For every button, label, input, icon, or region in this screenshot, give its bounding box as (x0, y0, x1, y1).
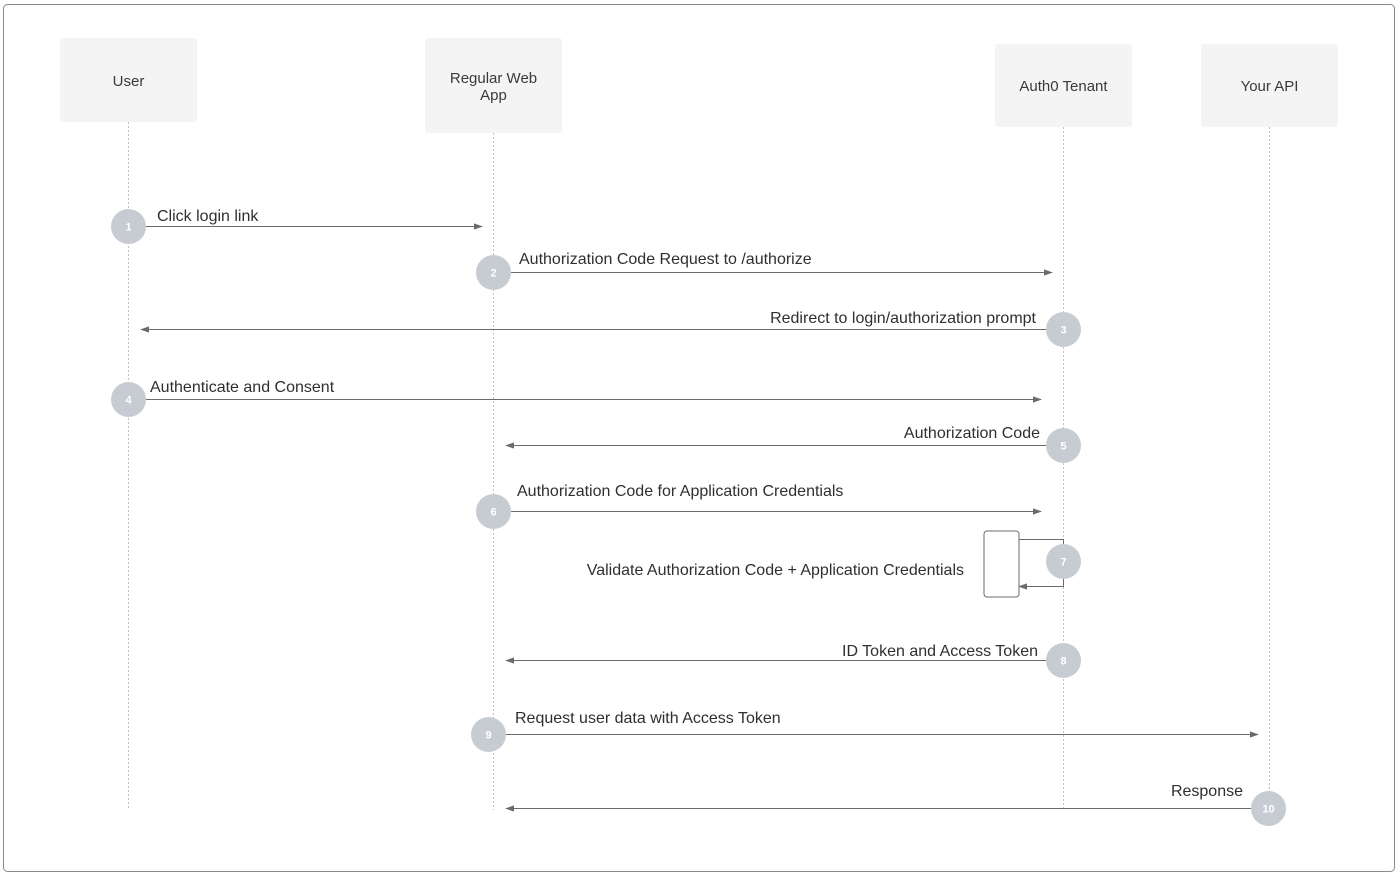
message-label: ID Token and Access Token (842, 643, 1038, 660)
step-number: 4 (125, 395, 132, 407)
actor-webapp: Regular Web App (425, 38, 562, 133)
message-5: Authorization Code 5 (505, 425, 1081, 463)
activation-box (983, 530, 1020, 598)
step-badge (1046, 428, 1081, 463)
step-number: 7 (1060, 557, 1066, 569)
step-number: 1 (125, 222, 131, 234)
message-10: Response 10 (505, 783, 1286, 826)
step-number: 2 (490, 268, 496, 280)
step-number: 6 (490, 507, 496, 519)
actor-box (995, 44, 1132, 127)
actor-box (1201, 44, 1338, 127)
step-badge (1251, 791, 1286, 826)
step-badge (1046, 544, 1081, 579)
step-badge (1046, 312, 1081, 347)
actor-label: Your API (1241, 78, 1299, 95)
message-6: Authorization Code for Application Crede… (476, 483, 1042, 529)
step-badge (476, 494, 511, 529)
message-2: Authorization Code Request to /authorize… (476, 251, 1053, 290)
step-number: 5 (1060, 441, 1066, 453)
actor-label: User (113, 73, 145, 90)
message-4: Authenticate and Consent 4 (111, 379, 1042, 417)
actor-user: User (60, 38, 197, 122)
message-label: Authenticate and Consent (150, 379, 335, 396)
actor-label-line1: Regular Web (450, 70, 537, 87)
message-8: ID Token and Access Token 8 (505, 643, 1081, 678)
step-number: 3 (1060, 325, 1066, 337)
message-label: Authorization Code Request to /authorize (519, 251, 812, 268)
step-badge (111, 382, 146, 417)
message-label: Authorization Code for Application Crede… (517, 483, 843, 500)
step-number: 10 (1262, 804, 1274, 816)
step-number: 9 (485, 730, 491, 742)
actor-tenant: Auth0 Tenant (995, 44, 1132, 127)
message-label: Request user data with Access Token (515, 710, 781, 727)
diagram-frame (3, 4, 1395, 872)
message-label: Click login link (157, 208, 259, 225)
message-label: Validate Authorization Code + Applicatio… (587, 562, 964, 579)
message-9: Request user data with Access Token 9 (471, 710, 1259, 752)
step-badge (1046, 643, 1081, 678)
message-label: Response (1171, 783, 1243, 800)
actor-box (425, 38, 562, 133)
actor-label-line2: App (480, 87, 507, 104)
message-3: Redirect to login/authorization prompt 3 (140, 310, 1081, 347)
step-badge (476, 255, 511, 290)
step-badge (471, 717, 506, 752)
actor-box (60, 38, 197, 122)
message-7: Validate Authorization Code + Applicatio… (587, 530, 1081, 598)
step-badge (111, 209, 146, 244)
actor-label: Auth0 Tenant (1019, 78, 1108, 95)
message-label: Authorization Code (904, 425, 1040, 442)
message-1: Click login link 1 (111, 208, 483, 244)
actor-api: Your API (1201, 44, 1338, 127)
step-number: 8 (1060, 656, 1066, 668)
message-label: Redirect to login/authorization prompt (770, 310, 1036, 327)
